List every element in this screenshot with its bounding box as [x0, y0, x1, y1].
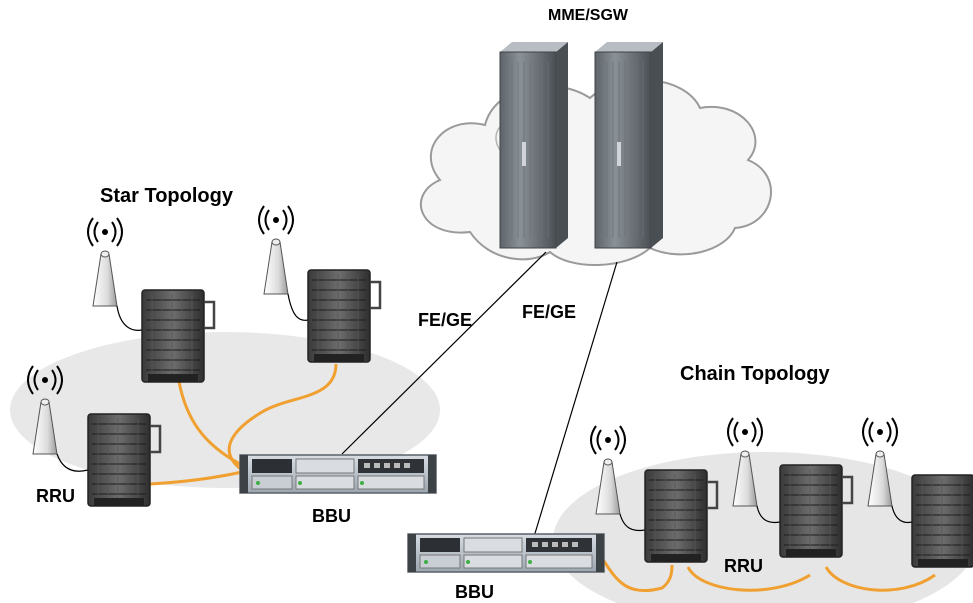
star-rru-label: RRU: [36, 486, 75, 506]
star-antenna-1-icon: [87, 217, 123, 307]
chain-bbu-label: BBU: [455, 582, 494, 602]
star-antenna-2-icon: [258, 205, 294, 295]
chain-fiber-links: [598, 554, 936, 593]
chain-topology-title: Chain Topology: [680, 363, 830, 385]
chain-rru-label: RRU: [724, 556, 763, 576]
chain-topology-region: [553, 452, 973, 603]
star-bbu-icon: [239, 454, 437, 494]
mme-server-rack-icon: [499, 41, 569, 249]
sgw-server-rack-icon: [594, 41, 664, 249]
star-fiber-links: [149, 363, 338, 486]
star-rru-1-icon: [140, 288, 216, 384]
fe-ge-link-right: [532, 261, 618, 541]
chain-bbu-icon: [407, 533, 605, 573]
star-bbu-label: BBU: [312, 506, 351, 526]
star-rru-3-icon: [86, 412, 162, 508]
fe-ge-link-left: [341, 251, 547, 455]
link-right-label: FE/GE: [522, 302, 576, 322]
chain-rru-3-icon: [910, 473, 973, 569]
chain-rru-2-icon: [778, 463, 854, 559]
core-label: MME/SGW: [548, 7, 629, 24]
link-left-label: FE/GE: [418, 310, 472, 330]
chain-rru-1-icon: [643, 468, 719, 564]
star-rru-2-icon: [306, 268, 382, 364]
star-topology-title: Star Topology: [100, 185, 234, 207]
